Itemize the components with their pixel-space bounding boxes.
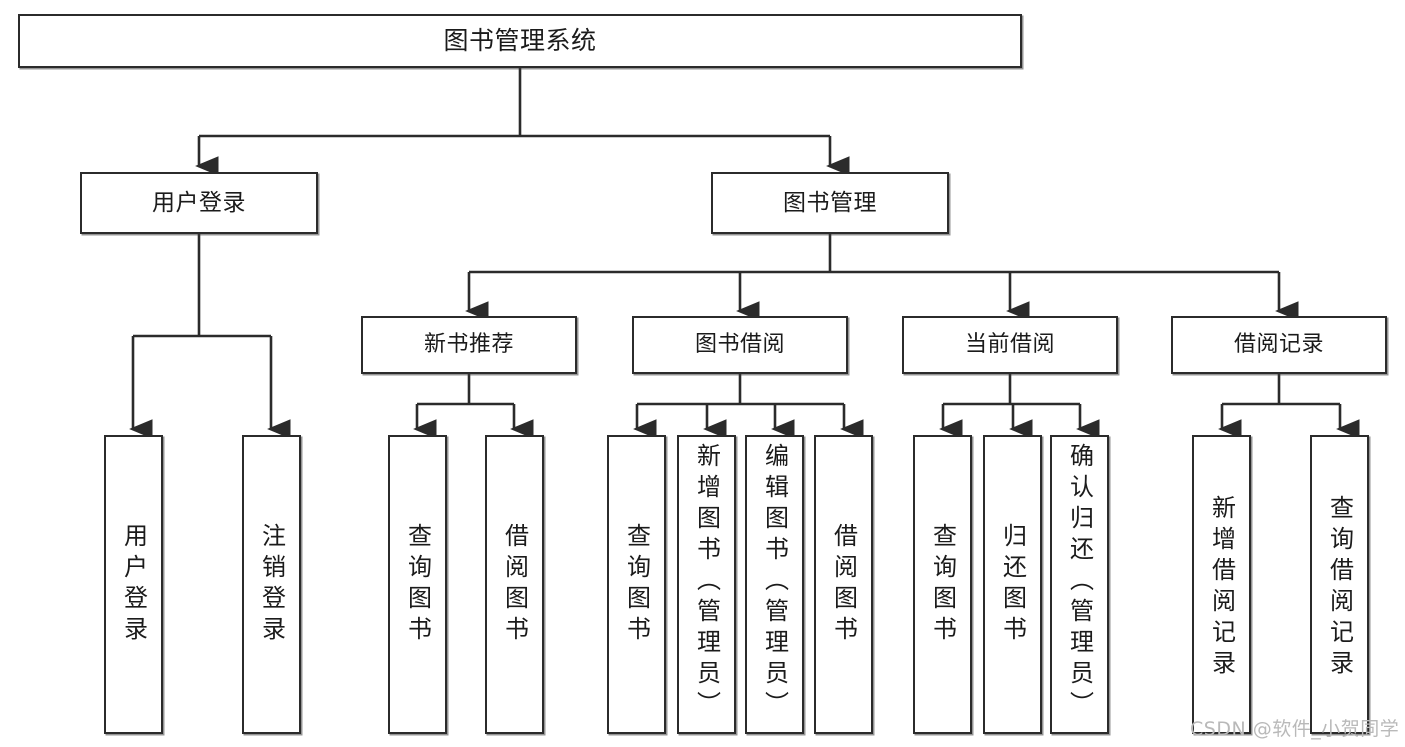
leaf-add-borrow-record[interactable]: 新增借阅记录 xyxy=(1192,435,1251,734)
leaf-borrow-book[interactable]: 借阅图书 xyxy=(814,435,873,734)
node-label: 用户登录 xyxy=(152,189,246,216)
node-label: 编辑图书（管理员） xyxy=(760,443,789,722)
leaf-logout[interactable]: 注销登录 xyxy=(242,435,301,734)
node-current-borrow[interactable]: 当前借阅 xyxy=(902,316,1118,374)
node-book-manage[interactable]: 图书管理 xyxy=(711,172,949,234)
node-label: 图书管理系统 xyxy=(443,25,597,55)
node-label: 借阅图书 xyxy=(500,523,529,647)
node-borrow-record[interactable]: 借阅记录 xyxy=(1171,316,1387,374)
node-label: 借阅记录 xyxy=(1233,332,1324,358)
node-label: 查询图书 xyxy=(403,523,432,647)
node-user-login[interactable]: 用户登录 xyxy=(80,172,318,234)
leaf-return-book[interactable]: 归还图书 xyxy=(983,435,1042,734)
watermark-text: CSDN @软件_小贺同学 xyxy=(1190,718,1400,740)
leaf-query-book-borrow[interactable]: 查询图书 xyxy=(607,435,666,734)
node-label: 确认归还（管理员） xyxy=(1065,443,1094,722)
node-label: 用户登录 xyxy=(119,523,148,647)
leaf-query-book-current[interactable]: 查询图书 xyxy=(913,435,972,734)
node-root-system[interactable]: 图书管理系统 xyxy=(18,14,1022,68)
leaf-borrow-book-recommend[interactable]: 借阅图书 xyxy=(485,435,544,734)
node-label: 新书推荐 xyxy=(423,332,514,358)
leaf-query-book-recommend[interactable]: 查询图书 xyxy=(388,435,447,734)
node-label: 新增图书（管理员） xyxy=(692,443,721,722)
node-label: 当前借阅 xyxy=(964,332,1055,358)
node-new-book-recommend[interactable]: 新书推荐 xyxy=(361,316,577,374)
node-label: 图书管理 xyxy=(783,189,877,216)
node-label: 查询图书 xyxy=(622,523,651,647)
leaf-add-book-admin[interactable]: 新增图书（管理员） xyxy=(677,435,736,734)
node-label: 查询借阅记录 xyxy=(1325,495,1354,681)
node-label: 查询图书 xyxy=(928,523,957,647)
leaf-user-login[interactable]: 用户登录 xyxy=(104,435,163,734)
node-book-borrow[interactable]: 图书借阅 xyxy=(632,316,848,374)
node-label: 借阅图书 xyxy=(829,523,858,647)
leaf-confirm-return-admin[interactable]: 确认归还（管理员） xyxy=(1050,435,1109,734)
node-label: 归还图书 xyxy=(998,523,1027,647)
node-label: 新增借阅记录 xyxy=(1207,495,1236,681)
node-label: 注销登录 xyxy=(257,523,286,647)
leaf-query-borrow-record[interactable]: 查询借阅记录 xyxy=(1310,435,1369,734)
leaf-edit-book-admin[interactable]: 编辑图书（管理员） xyxy=(745,435,804,734)
node-label: 图书借阅 xyxy=(694,332,785,358)
